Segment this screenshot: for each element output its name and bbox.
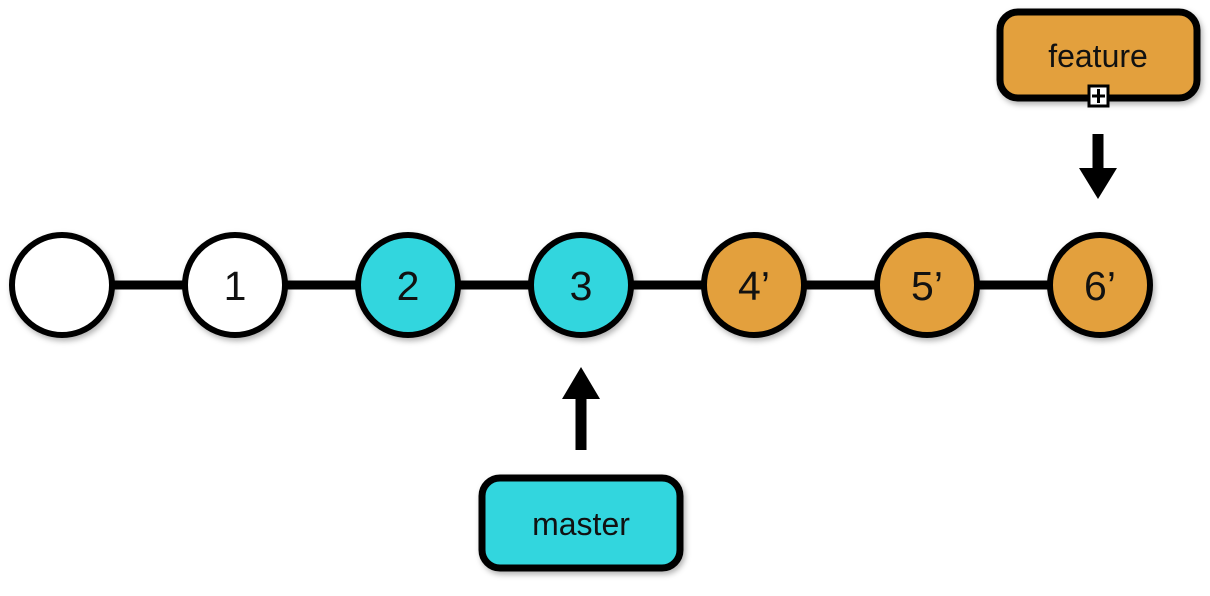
commit-circle-c5[interactable] xyxy=(874,232,980,338)
commit-node-c5[interactable]: 5’ xyxy=(874,232,980,338)
commit-label-c4: 4’ xyxy=(738,263,770,309)
commit-circle-c2[interactable] xyxy=(355,232,461,338)
commit-node-c1[interactable]: 1 xyxy=(182,232,288,338)
commit-circle-c3[interactable] xyxy=(528,232,634,338)
commit-node-c6[interactable]: 6’ xyxy=(1047,232,1153,338)
commit-label-c6: 6’ xyxy=(1084,263,1116,309)
commit-circle-c6[interactable] xyxy=(1047,232,1153,338)
plus-handle-icon[interactable] xyxy=(1087,84,1110,108)
commit-circle-c4[interactable] xyxy=(701,232,807,338)
branch-label-feature[interactable]: feature xyxy=(996,8,1201,102)
master-arrow-shaft xyxy=(575,396,587,450)
master-arrow-head xyxy=(562,367,600,399)
commit-node-c2[interactable]: 2 xyxy=(355,232,461,338)
master-box[interactable] xyxy=(478,474,684,572)
master-box-label: master xyxy=(532,506,630,542)
commit-label-c5: 5’ xyxy=(911,263,943,309)
commit-circle-c1[interactable] xyxy=(182,232,288,338)
commit-node-c0[interactable] xyxy=(9,232,115,338)
feature-arrow xyxy=(1079,134,1117,199)
commit-label-c2: 2 xyxy=(397,263,420,309)
feature-arrow-head xyxy=(1079,168,1117,199)
commit-label-c1: 1 xyxy=(224,263,247,309)
master-arrow xyxy=(562,367,600,450)
commit-node-c4[interactable]: 4’ xyxy=(701,232,807,338)
commit-circle-c0[interactable] xyxy=(9,232,115,338)
feature-arrow-shaft xyxy=(1092,134,1104,170)
commit-node-c3[interactable]: 3 xyxy=(528,232,634,338)
branch-label-master[interactable]: master xyxy=(478,474,684,572)
commit-label-c3: 3 xyxy=(570,263,593,309)
feature-box-label: feature xyxy=(1048,38,1148,74)
